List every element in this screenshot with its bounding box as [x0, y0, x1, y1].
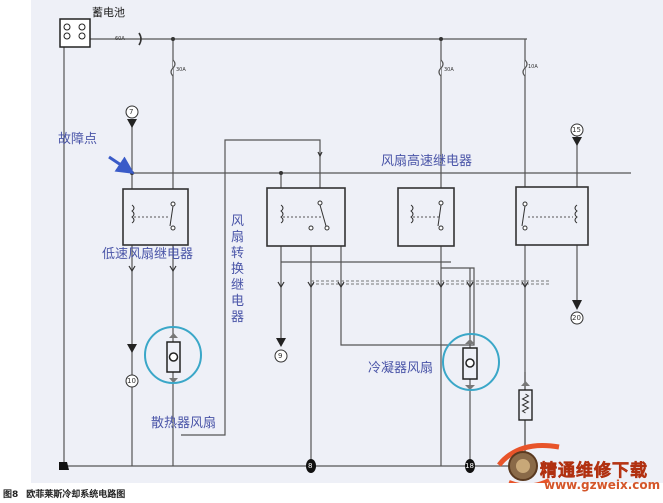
figure-title: 欧菲莱斯冷却系统电路图 — [26, 490, 126, 500]
schematic-lines — [59, 18, 631, 483]
fan-switch-relay-label: 风扇转换继电器 — [231, 214, 247, 325]
connector-ref-7 — [125, 105, 139, 128]
fuse-rating: 30A — [176, 67, 186, 73]
fault-point-dot — [130, 171, 134, 175]
connector-ref-20 — [570, 300, 584, 325]
connector-ref-15 — [570, 123, 584, 146]
radiator-fan-label: 散热器风扇 — [151, 416, 217, 431]
junction-dot — [439, 37, 443, 41]
ground-symbol-icon — [59, 462, 69, 470]
watermark-logo-icon — [497, 442, 560, 483]
low-speed-fan-relay — [122, 188, 189, 246]
battery-symbol — [59, 18, 91, 48]
fuse-icon — [438, 59, 444, 77]
fuse-icons — [170, 59, 528, 77]
fan-high-speed-relay — [397, 187, 455, 247]
connector-ref-10 — [125, 344, 139, 388]
connector-ref-10-number: 10 — [127, 377, 136, 385]
connector-ref-7-number: 7 — [129, 108, 134, 116]
fuse-rating: 60A — [115, 36, 125, 42]
radiator-fan-highlight-circle — [144, 326, 202, 384]
condenser-fan-highlight-circle — [442, 333, 500, 391]
junction-dot — [279, 171, 283, 175]
fan-switch-relay — [266, 187, 346, 247]
ground-node-8 — [306, 459, 316, 473]
connector-ref-15-number: 15 — [572, 126, 581, 134]
ground-node-18 — [465, 459, 475, 473]
connector-ref-9 — [274, 338, 288, 363]
fault-arrow-icon — [108, 155, 135, 174]
fault-point-label: 故障点 — [58, 132, 98, 147]
connector-ref-9-number: 9 — [278, 352, 283, 360]
fuse-rating: 30A — [444, 67, 454, 73]
resistor-symbol — [518, 381, 533, 421]
ground-node-18-number: 18 — [465, 462, 474, 470]
ground-node-8-number: 8 — [308, 462, 313, 470]
figure-number: 图8 — [3, 490, 19, 500]
circuit-diagram: 蓄电池 故障点 风扇高速继电器 低速风扇继电器 风扇转换继电器 散热器风扇 冷凝… — [31, 0, 663, 483]
fusible-link-icon — [138, 32, 142, 46]
figure-caption: 图8 欧菲莱斯冷却系统电路图 — [3, 487, 133, 500]
radiator-fan-motor — [166, 333, 181, 383]
junction-dot — [171, 37, 175, 41]
watermark-url: www.gzweix.com — [544, 478, 661, 492]
low-speed-fan-relay-label: 低速风扇继电器 — [102, 247, 194, 262]
fuse-icon — [522, 59, 528, 77]
battery-label: 蓄电池 — [92, 6, 125, 19]
watermark-text: 精通维修下载 — [540, 461, 648, 482]
fan-high-speed-relay-label: 风扇高速继电器 — [381, 154, 473, 169]
connector-ref-20-number: 20 — [572, 314, 581, 322]
fuse-icon — [170, 59, 176, 77]
connector-marks — [128, 151, 529, 289]
condenser-fan-motor — [462, 339, 478, 390]
condenser-fan-label: 冷凝器风扇 — [368, 361, 434, 376]
fuse-rating: 10A — [528, 64, 538, 70]
ac-relay — [515, 186, 589, 246]
